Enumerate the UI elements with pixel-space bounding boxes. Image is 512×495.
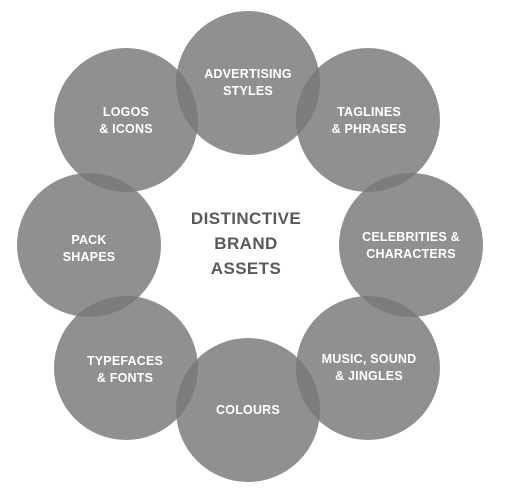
circle-typefaces-fonts: [54, 296, 198, 440]
label-line: CHARACTERS: [366, 247, 456, 261]
center-title-line: DISTINCTIVE: [190, 209, 302, 228]
circle-pack-shapes: [17, 173, 161, 317]
circle-music-sound-jingles: [296, 296, 440, 440]
label-logos-icons: LOGOS & ICONS: [61, 104, 191, 138]
center-title-line: ASSETS: [210, 259, 282, 278]
label-line: & JINGLES: [335, 369, 403, 383]
label-taglines-phrases: TAGLINES & PHRASES: [304, 104, 434, 138]
label-line: & FONTS: [96, 371, 154, 385]
center-title-line: BRAND: [214, 234, 278, 253]
label-line: LOGOS: [102, 105, 150, 119]
label-line: TAGLINES: [337, 105, 401, 119]
label-line: PACK: [71, 233, 107, 247]
label-typefaces-fonts: TYPEFACES & FONTS: [60, 353, 190, 387]
circle-colours: [176, 338, 320, 482]
label-music-sound-jingles: MUSIC, SOUND & JINGLES: [304, 351, 434, 385]
label-line: SHAPES: [62, 250, 116, 264]
circle-taglines-phrases: [296, 48, 440, 192]
center-title: DISTINCTIVE BRAND ASSETS: [156, 206, 336, 281]
circle-celebrities-characters: [339, 173, 483, 317]
label-line: TYPEFACES: [86, 354, 164, 368]
label-line: & ICONS: [99, 122, 153, 136]
label-colours: COLOURS: [183, 402, 313, 419]
label-advertising-styles: ADVERTISING STYLES: [183, 66, 313, 100]
label-line: MUSIC, SOUND: [321, 352, 417, 366]
label-pack-shapes: PACK SHAPES: [24, 232, 154, 266]
circle-advertising-styles: [176, 11, 320, 155]
label-line: COLOURS: [216, 403, 280, 417]
label-celebrities-characters: CELEBRITIES & CHARACTERS: [346, 229, 476, 263]
label-line: & PHRASES: [331, 122, 407, 136]
label-line: ADVERTISING: [204, 67, 292, 81]
label-line: STYLES: [223, 84, 273, 98]
label-line: CELEBRITIES &: [362, 230, 460, 244]
circle-logos-icons: [54, 48, 198, 192]
